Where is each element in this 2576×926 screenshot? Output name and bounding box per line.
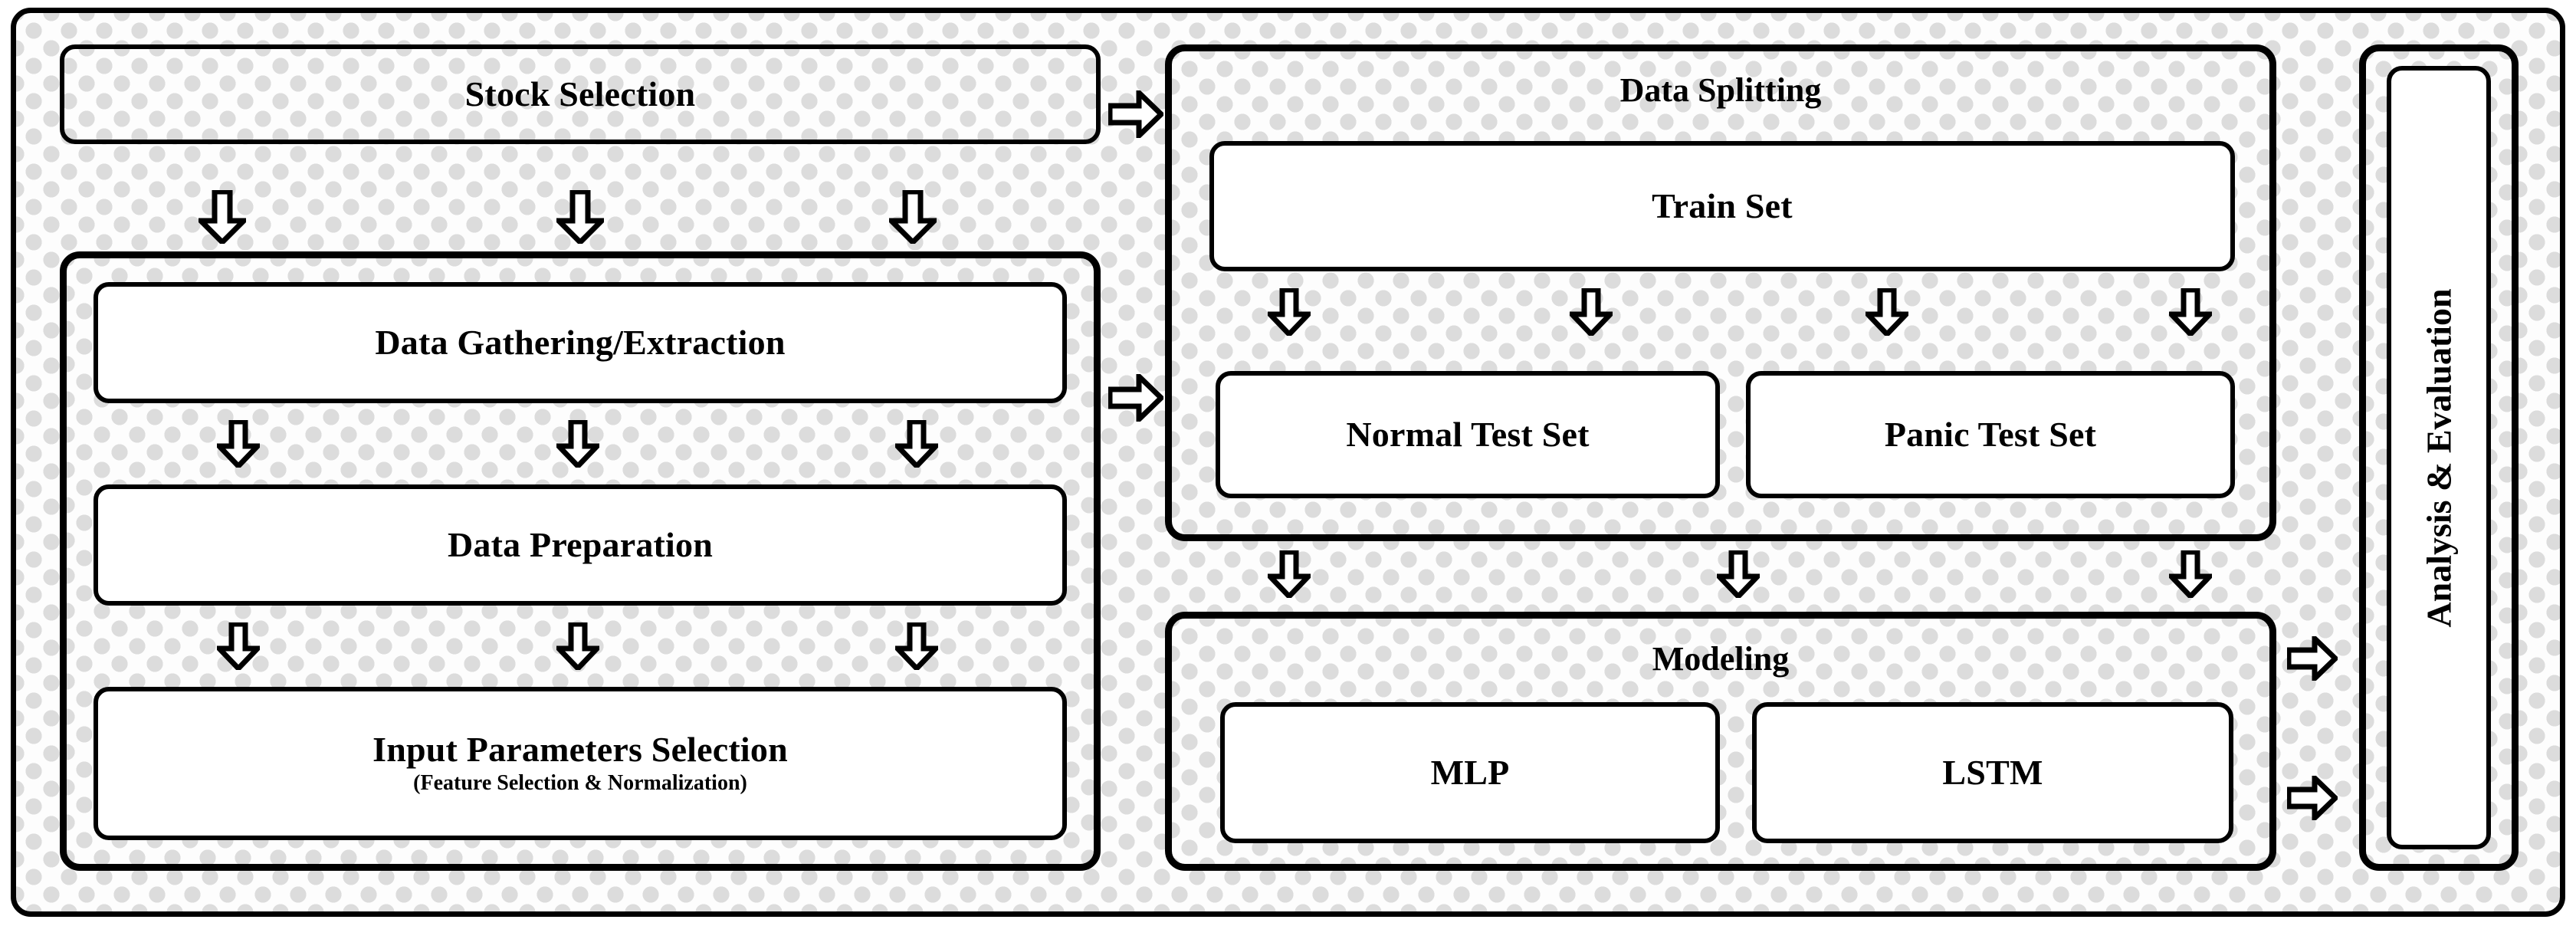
- arrow-right-icon: [2287, 636, 2338, 681]
- lstm-box[interactable]: LSTM: [1752, 702, 2233, 843]
- train-set-box[interactable]: Train Set: [1209, 141, 2235, 271]
- arrow-down-icon: [1268, 288, 1311, 336]
- modeling-heading: Modeling: [1652, 640, 1790, 678]
- arrow-down-icon: [556, 190, 604, 244]
- normal-test-set-label: Normal Test Set: [1346, 414, 1590, 454]
- data-preparation-box[interactable]: Data Preparation: [94, 484, 1067, 606]
- data-gathering-label: Data Gathering/Extraction: [375, 322, 786, 362]
- panic-test-set-label: Panic Test Set: [1884, 414, 2097, 454]
- arrow-down-icon: [1866, 288, 1908, 336]
- arrow-right-icon: [1108, 90, 1163, 138]
- arrow-down-icon: [1717, 550, 1760, 598]
- lstm-label: LSTM: [1942, 752, 2043, 792]
- mlp-label: MLP: [1430, 752, 1510, 792]
- stock-selection-box[interactable]: Stock Selection: [60, 44, 1101, 144]
- train-set-label: Train Set: [1652, 186, 1793, 225]
- arrow-down-icon: [895, 622, 938, 670]
- arrow-down-icon: [556, 622, 599, 670]
- normal-test-set-box[interactable]: Normal Test Set: [1216, 371, 1720, 498]
- arrow-right-icon: [1108, 374, 1163, 422]
- arrow-down-icon: [556, 420, 599, 468]
- data-preparation-label: Data Preparation: [447, 524, 714, 564]
- arrow-down-icon: [217, 420, 260, 468]
- input-parameters-sublabel: (Feature Selection & Normalization): [413, 770, 747, 795]
- arrow-down-icon: [889, 190, 937, 244]
- stock-selection-label: Stock Selection: [464, 74, 696, 113]
- data-gathering-box[interactable]: Data Gathering/Extraction: [94, 282, 1067, 403]
- arrow-down-icon: [1268, 550, 1311, 598]
- arrow-right-icon: [2287, 776, 2338, 820]
- arrow-down-icon: [199, 190, 246, 244]
- data-splitting-heading: Data Splitting: [1619, 71, 1822, 109]
- arrow-down-icon: [1570, 288, 1613, 336]
- analysis-evaluation-box[interactable]: Analysis & Evaluation: [2387, 66, 2491, 849]
- panic-test-set-box[interactable]: Panic Test Set: [1746, 371, 2235, 498]
- arrow-down-icon: [2169, 288, 2212, 336]
- arrow-down-icon: [895, 420, 938, 468]
- mlp-box[interactable]: MLP: [1220, 702, 1720, 843]
- input-parameters-box[interactable]: Input Parameters Selection (Feature Sele…: [94, 687, 1067, 840]
- arrow-down-icon: [2169, 550, 2212, 598]
- input-parameters-label: Input Parameters Selection: [372, 730, 788, 770]
- arrow-down-icon: [217, 622, 260, 670]
- analysis-evaluation-label: Analysis & Evaluation: [2419, 287, 2459, 628]
